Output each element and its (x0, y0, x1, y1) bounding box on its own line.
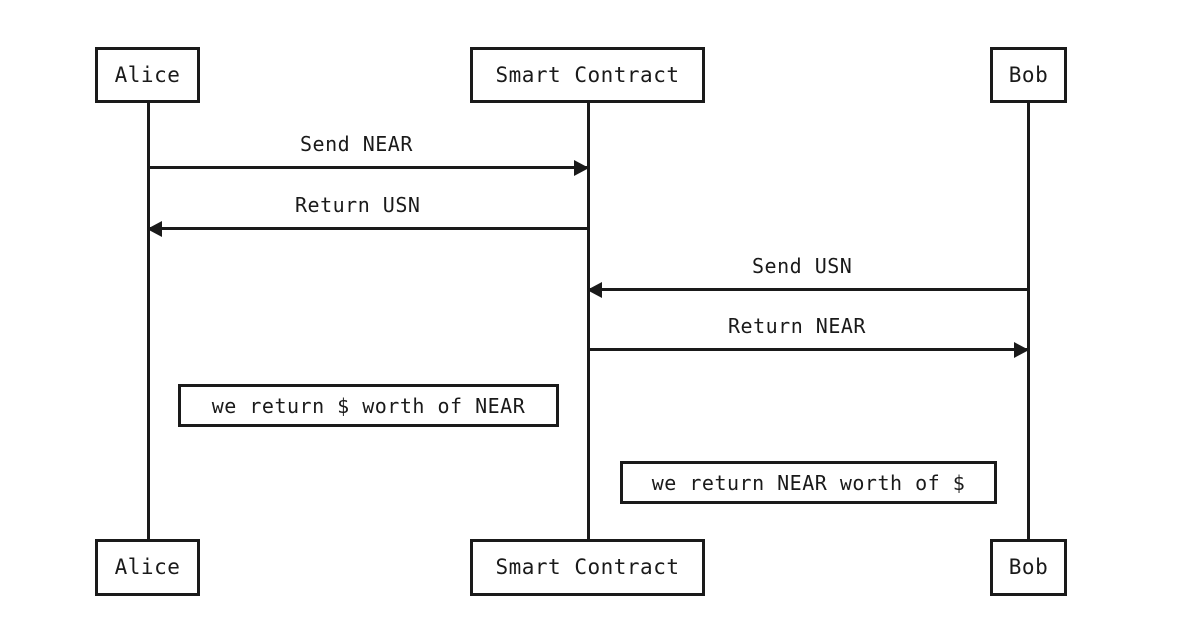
participant-box-bob-bottom[interactable]: Bob (990, 539, 1067, 596)
lifeline-smart-contract (587, 103, 590, 540)
participant-box-alice-top[interactable]: Alice (95, 47, 200, 103)
message-label-return-usn: Return USN (295, 193, 421, 217)
message-label-send-near: Send NEAR (300, 132, 413, 156)
participant-box-smart-contract-bottom[interactable]: Smart Contract (470, 539, 705, 596)
participant-label-smart-contract-bottom: Smart Contract (495, 555, 680, 579)
arrowhead-right-icon (574, 159, 589, 176)
participant-label-alice-top: Alice (114, 62, 181, 87)
message-arrow-send-near (148, 159, 589, 176)
message-arrow-return-usn (147, 220, 588, 237)
participant-box-bob-top[interactable]: Bob (990, 47, 1067, 103)
arrowhead-left-icon (587, 281, 602, 298)
participant-label-smart-contract-top: Smart Contract (495, 62, 680, 87)
arrowhead-left-icon (147, 220, 162, 237)
lifeline-bob (1027, 103, 1030, 540)
participant-label-bob-bottom: Bob (1008, 555, 1049, 579)
participant-label-alice-bottom: Alice (114, 555, 181, 579)
note-box-alice-side[interactable]: we return $ worth of NEAR (178, 384, 559, 427)
participant-box-alice-bottom[interactable]: Alice (95, 539, 200, 596)
message-arrow-send-usn (587, 281, 1028, 298)
message-label-send-usn: Send USN (752, 254, 853, 278)
note-label-alice-side: we return $ worth of NEAR (211, 393, 526, 418)
note-label-bob-side: we return NEAR worth of $ (651, 470, 966, 495)
message-label-return-near: Return NEAR (728, 314, 866, 338)
note-box-bob-side[interactable]: we return NEAR worth of $ (620, 461, 997, 504)
arrowhead-right-icon (1014, 341, 1029, 358)
message-arrow-return-near (588, 341, 1029, 358)
participant-box-smart-contract-top[interactable]: Smart Contract (470, 47, 705, 103)
participant-label-bob-top: Bob (1008, 62, 1049, 87)
lifeline-alice (147, 103, 150, 540)
